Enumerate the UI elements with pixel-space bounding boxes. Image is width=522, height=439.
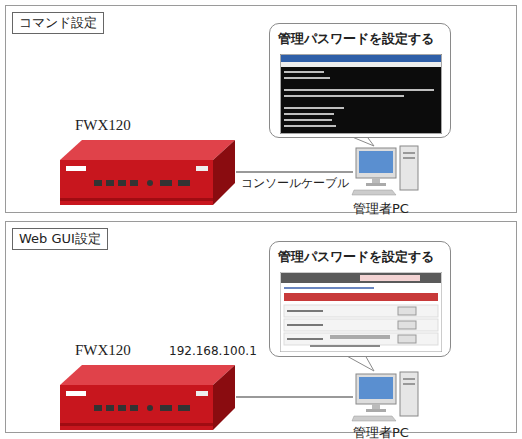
- shape: [284, 119, 332, 121]
- pc-label: 管理者PC: [353, 200, 409, 218]
- device-name: FWX120: [75, 342, 131, 359]
- shape: [284, 77, 330, 79]
- shape: [284, 107, 344, 109]
- ip-address: 192.168.100.1: [169, 344, 257, 358]
- shape: [330, 335, 390, 339]
- pc-icon: [352, 146, 418, 195]
- shape: [284, 95, 404, 97]
- shape: [284, 113, 334, 115]
- pc-node: 管理者PC: [353, 373, 423, 421]
- callout-tail: [345, 355, 374, 371]
- router-node: FWX120192.168.100.1: [61, 366, 236, 426]
- shape: [287, 310, 323, 312]
- callout-title: 管理パスワードを設定する: [278, 248, 434, 266]
- shape: [284, 89, 434, 91]
- shape: [280, 272, 442, 352]
- setting-panel: Web GUI設定FWX120192.168.100.1管理パスワードを設定する…: [5, 221, 517, 433]
- screenshot: [280, 272, 442, 352]
- screenshot: [280, 54, 442, 134]
- shape: [284, 293, 438, 301]
- cable-line: [236, 171, 353, 173]
- shape: [284, 71, 324, 73]
- shape: [284, 319, 438, 331]
- router-image: [60, 365, 235, 430]
- shape: [284, 125, 336, 127]
- shape: [284, 333, 438, 345]
- panel-title: コマンド設定: [12, 12, 104, 34]
- shape: [284, 287, 374, 289]
- callout-title: 管理パスワードを設定する: [278, 30, 434, 48]
- shape: [398, 307, 416, 315]
- panel-title: Web GUI設定: [12, 228, 108, 250]
- cable-line: [236, 396, 353, 398]
- shape: [284, 305, 438, 317]
- shape: [281, 62, 441, 67]
- shape: [398, 321, 416, 329]
- shape: [360, 275, 420, 281]
- pc-node: 管理者PC: [353, 147, 423, 197]
- pc-label: 管理者PC: [353, 424, 409, 439]
- shape: [280, 54, 442, 134]
- pc-icon: [352, 372, 418, 421]
- callout-box: 管理パスワードを設定する: [269, 241, 451, 357]
- device-name: FWX120: [75, 117, 131, 134]
- shape: [310, 345, 380, 347]
- callout-box: 管理パスワードを設定する: [269, 23, 451, 138]
- cable-label: コンソールケーブル: [240, 175, 350, 192]
- shape: [287, 324, 323, 326]
- shape: [398, 335, 416, 343]
- shape: [287, 338, 323, 340]
- shape: [281, 273, 441, 283]
- shape: [281, 55, 441, 62]
- shape: [281, 67, 441, 133]
- router-node: FWX120: [61, 141, 236, 206]
- router-image: [60, 140, 235, 205]
